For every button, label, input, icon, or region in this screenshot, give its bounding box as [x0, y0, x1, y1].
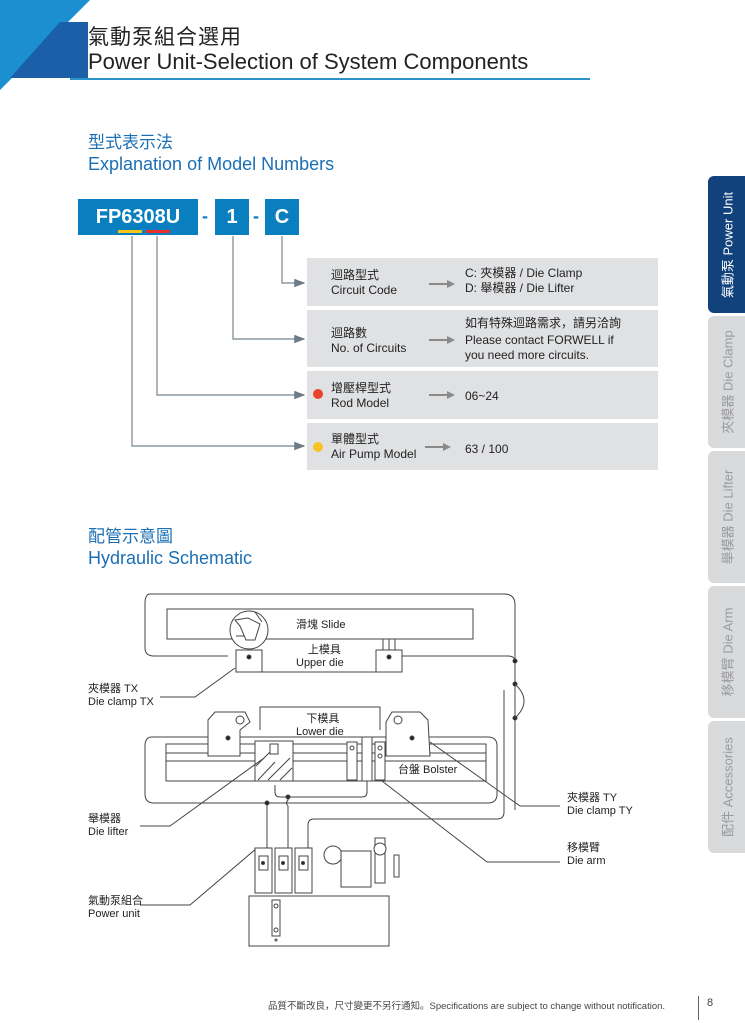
yellow-marker — [118, 230, 142, 233]
arrow-right-icon — [429, 336, 455, 344]
red-marker — [146, 230, 170, 233]
row-value: Please contact FORWELL if — [465, 333, 614, 347]
label-zh: 氣動泵組合 — [88, 895, 143, 907]
row-value: 63 / 100 — [465, 442, 509, 456]
arrow-right-icon — [429, 280, 455, 288]
page-header: 氣動泵組合選用 Power Unit-Selection of System C… — [88, 26, 528, 74]
model-code-base: FP6308U — [78, 199, 198, 235]
schematic-title-zh: 配管示意圖 — [88, 527, 173, 546]
code-separator: - — [202, 206, 208, 226]
red-dot-icon — [313, 389, 323, 399]
tab-label: 舉模器 Die Lifter — [720, 469, 735, 565]
tab-power-unit[interactable]: 氣動泵 Power Unit — [708, 176, 745, 313]
label-en: Die lifter — [88, 826, 129, 838]
page-title-zh: 氣動泵組合選用 — [88, 26, 242, 49]
page-title-en: Power Unit-Selection of System Component… — [88, 49, 529, 74]
corner-decoration — [0, 0, 90, 90]
footer-divider — [698, 996, 699, 1020]
label-en: Die clamp TX — [88, 696, 154, 708]
model-code-circuits: 1 — [215, 199, 249, 235]
header-rule — [70, 78, 590, 80]
label-en: Power unit — [88, 908, 140, 920]
label-upper-die-zh: 上模具 — [307, 644, 341, 656]
row-value: you need more circuits. — [465, 348, 590, 362]
tab-die-arm[interactable]: 移模臂 Die Arm — [708, 586, 745, 718]
schematic-section-heading: 配管示意圖 Hydraulic Schematic — [88, 527, 252, 569]
row-value: 06~24 — [465, 389, 499, 403]
model-section-title-zh: 型式表示法 — [88, 133, 173, 152]
label-bolster: 台盤 Bolster — [398, 764, 458, 776]
schematic-title-en: Hydraulic Schematic — [88, 548, 253, 568]
yellow-dot-icon — [313, 442, 323, 452]
label-zh: 夾模器 TY — [567, 792, 618, 804]
row-value: C: 夾模器 / Die Clamp — [465, 266, 583, 280]
tab-label: 氣動泵 Power Unit — [720, 191, 735, 298]
label-zh: 夾模器 TX — [88, 683, 139, 695]
footer-note: 品質不斷改良，尺寸變更不另行通知。Specifications are subj… — [268, 1001, 666, 1012]
label-en: Die clamp TY — [567, 805, 633, 817]
arrow-right-icon — [425, 443, 451, 451]
label-zh: 移模臂 — [567, 842, 600, 854]
row-label-en: No. of Circuits — [331, 341, 407, 355]
label-en: Die arm — [567, 855, 606, 867]
row-label-en: Rod Model — [331, 396, 390, 410]
code-separator: - — [253, 206, 259, 226]
tab-label: 配件 Accessories — [720, 737, 735, 837]
row-label-zh: 迴路型式 — [331, 268, 380, 282]
label-lower-die-zh: 下模具 — [306, 713, 340, 725]
row-value: D: 舉模器 / Die Lifter — [465, 281, 575, 295]
model-section-heading: 型式表示法 Explanation of Model Numbers — [88, 133, 334, 175]
tab-die-clamp[interactable]: 夾模器 Die Clamp — [708, 316, 745, 448]
label-slide: 滑塊 Slide — [296, 619, 346, 631]
tab-die-lifter[interactable]: 舉模器 Die Lifter — [708, 451, 745, 583]
page-number: 8 — [707, 997, 714, 1009]
row-label-zh: 增壓桿型式 — [331, 381, 392, 395]
row-label-zh: 單體型式 — [331, 432, 380, 446]
arrow-right-icon — [429, 391, 455, 399]
tab-accessories[interactable]: 配件 Accessories — [708, 721, 745, 853]
hydraulic-schematic-diagram — [140, 593, 560, 947]
row-label-zh: 迴路數 — [331, 326, 368, 340]
row-label-en: Air Pump Model — [331, 447, 417, 461]
label-zh: 舉模器 — [88, 813, 121, 825]
tab-label: 夾模器 Die Clamp — [720, 330, 735, 434]
tab-label: 移模臂 Die Arm — [720, 607, 735, 697]
row-value: 如有特殊迴路需求，請另洽詢 — [465, 316, 622, 330]
row-label-en: Circuit Code — [331, 283, 398, 297]
label-upper-die-en: Upper die — [296, 657, 344, 669]
label-lower-die-en: Lower die — [296, 726, 344, 738]
model-code-circuit-type: C — [265, 199, 299, 235]
model-section-title-en: Explanation of Model Numbers — [88, 154, 335, 174]
